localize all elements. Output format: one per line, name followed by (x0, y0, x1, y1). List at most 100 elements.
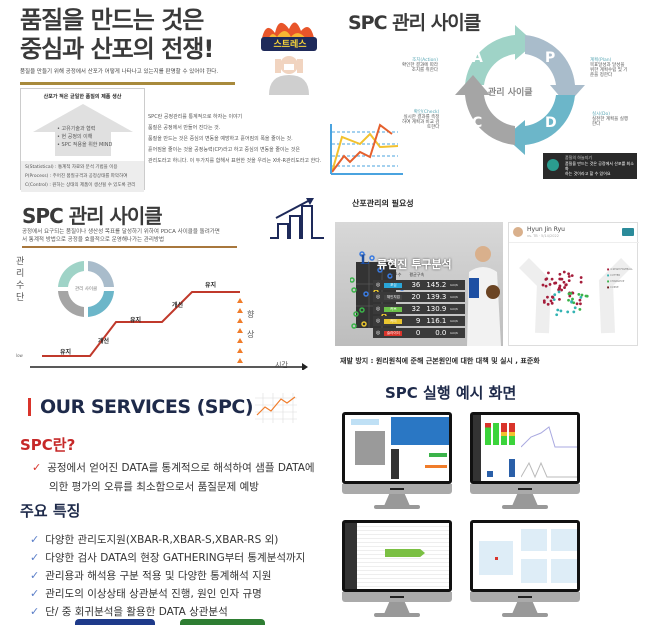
avatar (547, 159, 559, 171)
divider (509, 242, 639, 243)
step-label: 유지 (205, 282, 217, 289)
pitch-unit: km/h (450, 307, 458, 311)
dodgers-logo-icon: L (360, 253, 369, 266)
pitch-dot (544, 284, 548, 288)
improvement-step-chart (30, 291, 308, 370)
pitch-dot (546, 302, 550, 306)
low-label: low (16, 353, 23, 358)
pitch-dot (579, 302, 582, 306)
pdca-cycle-diagram (455, 25, 585, 155)
pitch-dot (568, 294, 572, 298)
pitch-location-card: Hyun Jin Ryu vs. TB · 5/14/2022 ■ 4-SEAM… (508, 222, 639, 346)
pitch-dot (558, 297, 561, 301)
pitch-count: 0 (415, 329, 421, 337)
note-head: 실시(Do) (592, 112, 611, 117)
cycle-letter-p: P (545, 50, 556, 66)
note-line: 실천한 계획을 실행 (592, 117, 628, 122)
small-cycle-label: 관리 사이클 (75, 287, 98, 292)
header-cell: 투구수 (390, 272, 402, 277)
what-text: 의한 평가의 오류를 최소함으로서 품질문제 예방 (49, 481, 259, 493)
pitch-count: 36 (411, 281, 421, 289)
monitor-equipment-screen (340, 410, 454, 515)
legend-item: ■ CURVE (607, 286, 619, 289)
feature-item: ✓다양한 검사 DATA의 현장 GATHERING부터 통계분석까지 (30, 548, 305, 566)
stress-label: 스트레스 (273, 40, 307, 50)
body-line: 품질을 만드는 것은 중심의 변동을 예방하고 흩어짐의 폭을 줄이는 것. (148, 136, 293, 142)
note-line: 준을 정한다 (590, 73, 613, 78)
ball-icon: ◎ (376, 306, 381, 312)
pitch-dot (545, 277, 549, 281)
body-line: 품질은 공정에서 만들어 진다는 것. (148, 125, 221, 131)
feature-text: 다양한 검사 DATA의 현장 GATHERING부터 통계분석까지 (45, 551, 306, 564)
section-desc: 공정에서 요구되는 품질이나 생산성 목표를 달성하기 위하여 PDCA 사이클… (22, 228, 220, 244)
what-text: 공정에서 얻어진 DATA를 통계적으로 해석하여 샘플 DATA에 (47, 462, 315, 474)
pitch-dot (557, 290, 561, 294)
y-char: 단 (16, 293, 25, 303)
note-head: 확인(Check) (413, 110, 440, 115)
ball-icon: ◎ (376, 282, 381, 288)
headline-line2: 중심과 산포의 전쟁! (20, 35, 214, 63)
desc-line: 공정에서 요구되는 품질이나 생산성 목표를 달성하기 위하여 PDCA 사이클… (22, 229, 220, 235)
y-char: 리 (16, 269, 25, 279)
pitch-speed: 130.9 (426, 305, 447, 313)
pitch-dot (550, 301, 554, 305)
arrow-items: • 고유기술과 협력 • 현 공정의 이해 • SPC 적용을 위한 MIND (57, 125, 112, 149)
body-line: SPC란 공정관리를 통계적으로 하자는 이야기 (148, 114, 243, 120)
pitch-dot (570, 274, 574, 278)
comment-card: 품질의 하늘지기 품질을 만드는 것은 공정에서 산포를 최소화 하는 것이라고… (543, 153, 637, 179)
stress-person-icon (261, 22, 317, 95)
stress-illustration: 스트레스 (255, 15, 323, 95)
features-heading: 주요 특징 (20, 502, 81, 520)
arrow-item: • SPC 적용을 위한 MIND (57, 142, 113, 148)
ball-icon: ◎ (376, 330, 381, 336)
pitch-dot (547, 271, 550, 275)
legend-item: ■ CUTTER (607, 274, 621, 277)
pitch-count: 20 (411, 293, 421, 301)
monitor-dashboard-screen (468, 410, 582, 515)
growth-bars-icon (270, 198, 324, 239)
pitch-dot (555, 313, 559, 317)
pitch-dot (566, 310, 570, 314)
monitor-table-screen (340, 518, 454, 623)
green-button-partial[interactable] (180, 619, 265, 625)
screens-title: SPC 실행 예시 화면 (385, 384, 517, 402)
comment-line: 하는 것이라고 할 수 있어요 (565, 171, 611, 176)
pitch-speed: 0.0 (435, 329, 447, 337)
step-label: 유지 (60, 349, 72, 356)
what-is-spc-heading: SPC란? (20, 436, 76, 454)
monitor-scatter-screen (468, 518, 582, 623)
pitch-row: ◎ 슬라이더 0 0.0 km/h (373, 328, 465, 338)
pitch-unit: km/h (450, 295, 458, 299)
check-icon: ✓ (30, 568, 40, 582)
x-axis-label: 시간 (275, 361, 288, 369)
note-line: 확인한 결과에 따라 (402, 63, 438, 68)
pitch-dot (564, 283, 568, 287)
pitch-dot (560, 288, 563, 292)
blue-button-partial[interactable] (75, 619, 155, 625)
feature-item: ✓관리도의 이상상태 상관분석 진행, 원인 인자 규명 (30, 584, 305, 602)
pitch-name: 커터 (384, 318, 403, 324)
feature-item: ✓관리용과 해석용 구분 적용 및 다양한 통계해석 지원 (30, 566, 305, 584)
spc-definitions: S(Statistical) : 통계적 자료와 분석 기법을 이용 P(Pro… (21, 161, 144, 192)
pitch-speed: 116.1 (426, 317, 447, 325)
divider (20, 82, 235, 85)
pitch-dot (578, 307, 582, 311)
pitch-dot (559, 309, 563, 313)
pitch-unit: km/h (450, 331, 458, 335)
pitch-unit: km/h (450, 319, 458, 323)
pitch-row: ◎ 체인지업 20 139.3 km/h (373, 292, 465, 302)
player-name: Hyun Jin Ryu (527, 226, 565, 233)
legend-label: CHANGEUP (610, 280, 625, 283)
legend-label: CUTTER (610, 274, 621, 277)
pitch-dot (579, 280, 583, 284)
pitch-dot (549, 299, 553, 303)
pitch-dot (567, 279, 571, 283)
feature-text: 다양한 관리도지원(XBAR-R,XBAR-S,XBAR-RS 외) (45, 533, 279, 546)
pitcher-photo (467, 246, 501, 346)
